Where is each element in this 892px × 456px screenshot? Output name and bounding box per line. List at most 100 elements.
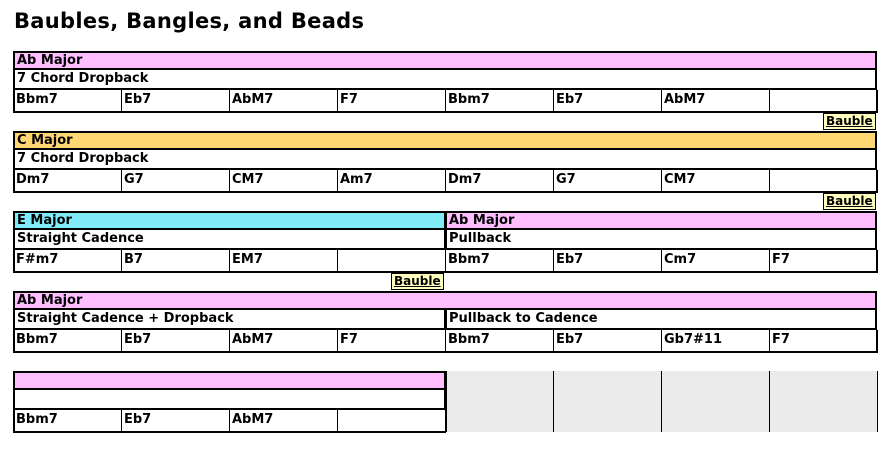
chord-cell[interactable]: F7	[772, 252, 790, 267]
chord-cell[interactable]: Eb7	[556, 92, 584, 107]
measure-line	[661, 90, 662, 112]
measure-line	[229, 250, 230, 272]
measure-line	[445, 371, 447, 432]
chord-cell[interactable]: CM7	[664, 172, 696, 187]
measure-line	[229, 170, 230, 192]
measure-line	[445, 90, 446, 112]
chord-cell[interactable]: Cm7	[664, 252, 697, 267]
row-bottom-line	[13, 191, 878, 193]
measure-line	[661, 371, 662, 432]
key-bar[interactable]: Ab Major	[445, 211, 877, 230]
measure-line	[876, 90, 878, 112]
measure-line	[13, 250, 15, 272]
measure-line	[876, 250, 878, 272]
chord-cell[interactable]: F#m7	[16, 252, 59, 267]
chord-cell[interactable]: Eb7	[124, 92, 152, 107]
key-bar[interactable]: C Major	[13, 131, 877, 150]
pattern-label[interactable]: 7 Chord Dropback	[13, 150, 877, 170]
chord-cell[interactable]	[337, 250, 445, 271]
measure-line	[121, 90, 122, 112]
measure-line	[229, 410, 230, 432]
measure-line	[121, 330, 122, 352]
measure-line	[553, 170, 554, 192]
pattern-label[interactable]: Pullback	[445, 230, 877, 250]
measure-line	[445, 330, 446, 352]
measure-line	[876, 170, 878, 192]
measure-line	[553, 330, 554, 352]
row-bottom-line	[13, 351, 878, 353]
chord-cell[interactable]: F7	[340, 92, 358, 107]
chord-cell[interactable]: Dm7	[16, 172, 50, 187]
chord-cell[interactable]	[769, 90, 877, 111]
measure-line	[445, 170, 446, 192]
measure-line	[337, 90, 338, 112]
measure-line	[13, 330, 15, 352]
row-bottom-line	[13, 111, 878, 113]
chord-cell[interactable]: Bbm7	[448, 252, 490, 267]
measure-line	[769, 371, 770, 432]
measure-line	[553, 90, 554, 112]
chord-cell[interactable]: Am7	[340, 172, 373, 187]
measure-line	[876, 330, 878, 352]
measure-line	[769, 170, 770, 192]
measure-line	[337, 410, 338, 432]
measure-line	[553, 250, 554, 272]
page-title: Baubles, Bangles, and Beads	[14, 9, 365, 33]
pattern-label[interactable]: 7 Chord Dropback	[13, 70, 877, 90]
bauble-button[interactable]: Bauble	[823, 193, 876, 210]
chord-cell[interactable]: Bbm7	[448, 92, 490, 107]
chord-cell[interactable]: EM7	[232, 252, 263, 267]
measure-line	[121, 410, 122, 432]
key-bar[interactable]	[13, 371, 446, 390]
measure-line	[877, 371, 878, 432]
measure-line	[337, 250, 338, 272]
chord-cell[interactable]: G7	[556, 172, 576, 187]
measure-line	[661, 170, 662, 192]
chord-cell[interactable]: AbM7	[664, 92, 706, 107]
chord-cell[interactable]: Gb7#11	[664, 332, 723, 347]
chord-cell[interactable]	[337, 410, 445, 431]
pattern-label[interactable]	[13, 390, 446, 410]
chord-cell[interactable]: AbM7	[232, 92, 274, 107]
key-bar[interactable]: Ab Major	[13, 51, 877, 70]
chord-cell[interactable]: Bbm7	[16, 412, 58, 427]
bauble-button[interactable]: Bauble	[391, 273, 444, 290]
chord-cell[interactable]: B7	[124, 252, 143, 267]
measure-line	[769, 90, 770, 112]
measure-line	[661, 250, 662, 272]
chord-cell[interactable]: Eb7	[124, 332, 152, 347]
measure-line	[13, 170, 15, 192]
chord-cell[interactable]: CM7	[232, 172, 264, 187]
measure-line	[13, 90, 15, 112]
measure-line	[337, 330, 338, 352]
chord-cell[interactable]: F7	[340, 332, 358, 347]
key-bar[interactable]: E Major	[13, 211, 446, 230]
measure-line	[661, 330, 662, 352]
chord-cell[interactable]: Dm7	[448, 172, 482, 187]
measure-line	[121, 170, 122, 192]
pattern-label[interactable]: Pullback to Cadence	[445, 310, 877, 330]
chord-cell[interactable]: Bbm7	[16, 332, 58, 347]
chord-cell[interactable]: Eb7	[124, 412, 152, 427]
measure-line	[121, 250, 122, 272]
bauble-button[interactable]: Bauble	[823, 113, 876, 130]
pattern-label[interactable]: Straight Cadence	[13, 230, 446, 250]
chord-cell[interactable]: AbM7	[232, 332, 274, 347]
chord-cell[interactable]	[769, 170, 877, 191]
chord-cell[interactable]: Bbm7	[16, 92, 58, 107]
measure-line	[769, 250, 770, 272]
measure-line	[229, 330, 230, 352]
chord-cell[interactable]: F7	[772, 332, 790, 347]
measure-line	[337, 170, 338, 192]
chord-cell[interactable]: AbM7	[232, 412, 274, 427]
measure-line	[229, 90, 230, 112]
measure-line	[13, 410, 15, 432]
row-bottom-line	[13, 271, 878, 273]
pattern-label[interactable]: Straight Cadence + Dropback	[13, 310, 446, 330]
chord-cell[interactable]: G7	[124, 172, 144, 187]
chord-cell[interactable]: Bbm7	[448, 332, 490, 347]
key-bar[interactable]: Ab Major	[13, 291, 877, 310]
chord-cell[interactable]: Eb7	[556, 332, 584, 347]
chord-cell[interactable]: Eb7	[556, 252, 584, 267]
